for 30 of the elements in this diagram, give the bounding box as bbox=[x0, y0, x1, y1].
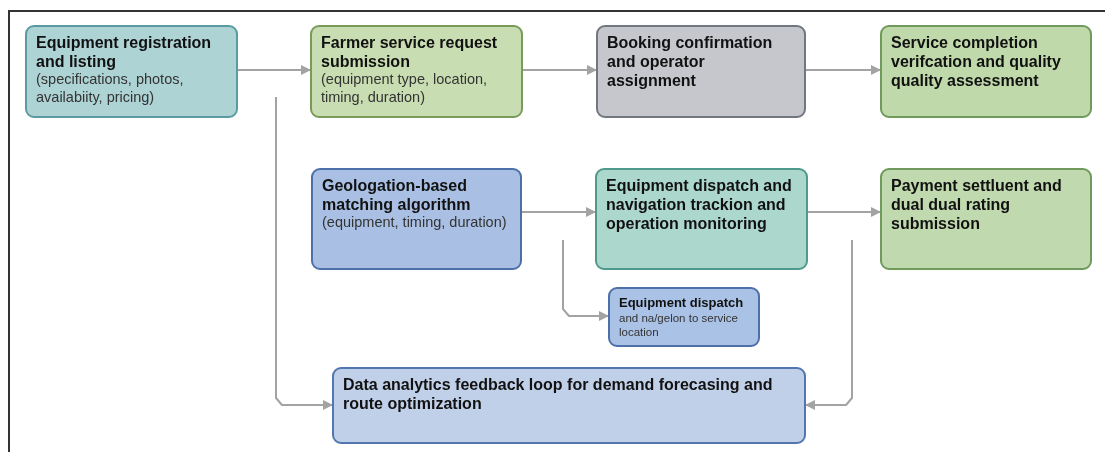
step-title: Equipment dispatch and navigation trackion and operation monitoring bbox=[606, 176, 793, 234]
step-title: Service completion verifcation and quality quality assessment bbox=[891, 33, 1062, 91]
process-box bbox=[880, 25, 1092, 118]
step-title: Equipment registration and listing bbox=[36, 33, 213, 72]
arrow bbox=[237, 65, 311, 75]
arrow bbox=[562, 239, 609, 321]
process-box bbox=[25, 25, 238, 118]
arrow bbox=[807, 207, 881, 217]
step-title: Geologation-based matching algorithm bbox=[322, 176, 472, 215]
process-box bbox=[880, 168, 1092, 270]
arrow bbox=[522, 65, 597, 75]
process-box bbox=[596, 25, 806, 118]
process-box bbox=[595, 168, 808, 270]
step-title: Payment settluent and dual dual rating submission bbox=[891, 176, 1063, 234]
process-box bbox=[608, 287, 760, 347]
step-detail: and na/gelon to service location bbox=[619, 310, 739, 339]
step-detail: (equipment, timing, duration) bbox=[322, 214, 508, 233]
arrow bbox=[275, 96, 333, 410]
step-title: Farmer service request submission bbox=[321, 33, 499, 72]
arrow bbox=[805, 65, 881, 75]
arrow bbox=[521, 207, 596, 217]
step-detail: (specifications, photos, availabiity, pricing) bbox=[36, 71, 185, 107]
arrow bbox=[805, 239, 853, 410]
process-box bbox=[310, 25, 523, 118]
step-title: Data analytics feedback loop for demand forecasing and route optimization bbox=[343, 375, 774, 414]
process-box bbox=[332, 367, 806, 444]
step-title: Booking confirmation and operator assignment bbox=[607, 33, 774, 91]
step-title: Equipment dispatch bbox=[619, 295, 745, 311]
process-box bbox=[311, 168, 522, 270]
step-detail: (equipment type, location, timing, duration) bbox=[321, 71, 489, 107]
